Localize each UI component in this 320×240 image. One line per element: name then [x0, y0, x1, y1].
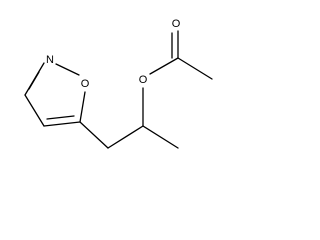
bond-c3-c4 [24, 94, 45, 127]
ring-oxygen-label: O [81, 78, 90, 90]
bond-o1-n [55, 63, 80, 76]
atom-labels: N O O O [46, 18, 181, 90]
side-chain [79, 30, 213, 149]
bond-c4-c5-double [46, 115, 75, 120]
ring-nitrogen-label: N [46, 54, 54, 66]
ester-oxygen-label: O [139, 74, 148, 86]
carbonyl-oxygen-label: O [172, 18, 181, 30]
bond-carbonyl-c-methyl [177, 57, 213, 80]
bond-c5-o1 [79, 91, 86, 123]
bond-ch-methyl [142, 125, 179, 149]
bond-n-c3-double [28, 71, 40, 90]
bond-c4-c5 [43, 121, 81, 127]
bond-c5-ch2 [79, 121, 109, 149]
bond-ester-o-carbonyl-c [149, 57, 179, 75]
chemical-structure-diagram: N O O O [24, 18, 213, 149]
bond-ch2-ch [107, 125, 144, 149]
isoxazole-ring [24, 62, 86, 127]
